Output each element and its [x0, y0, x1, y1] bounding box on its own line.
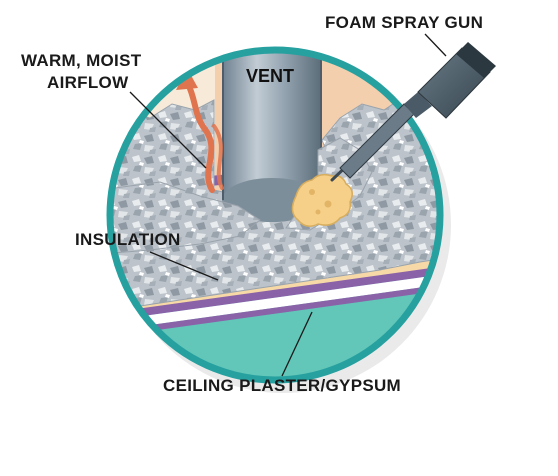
label-airflow-line2: AIRFLOW [47, 73, 129, 92]
label-vent: VENT [246, 66, 294, 86]
vent-pipe [222, 50, 322, 222]
label-airflow-line1: WARM, MOIST [21, 51, 142, 70]
airflow-arrow [185, 81, 215, 193]
label-ceiling-plaster: CEILING PLASTER/GYPSUM [163, 376, 401, 395]
insulation-leader-line [149, 251, 219, 281]
insulation-front-left [110, 181, 261, 255]
cutaway-view [110, 50, 440, 380]
white-plaster-layer [110, 272, 440, 332]
label-foam-spray-gun: FOAM SPRAY GUN [325, 13, 483, 32]
label-insulation: INSULATION [75, 230, 181, 249]
spray-gun-leader-line [424, 33, 447, 57]
ceiling-leader-line [281, 311, 313, 377]
foam-spray-gun [330, 42, 496, 182]
purple-layer-upper [110, 262, 440, 322]
purple-layer-lower [110, 282, 440, 338]
cutaway-ring [106, 46, 444, 384]
airflow-leader-line [129, 91, 207, 169]
expanding-foam [291, 173, 353, 227]
